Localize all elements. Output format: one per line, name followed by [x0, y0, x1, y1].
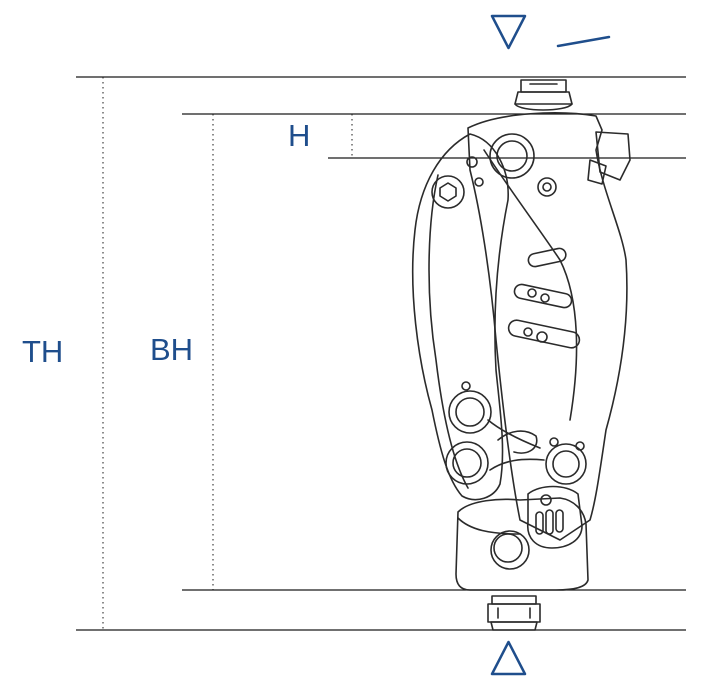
upper-left-screw — [431, 175, 465, 209]
prosthetic-knee-drawing — [411, 79, 631, 631]
upper-axle-outer — [489, 133, 535, 179]
middle-axle-inner — [455, 397, 485, 427]
reference-lines — [76, 76, 686, 631]
lower-housing — [455, 497, 589, 591]
front-bracket — [595, 131, 631, 181]
bottom-tube-adapter — [487, 595, 541, 631]
main-frame — [467, 112, 628, 541]
h-label: H — [288, 118, 311, 153]
lower-right-axle-outer — [545, 443, 587, 485]
lower-left-axle-inner — [452, 448, 482, 478]
triangle-up-icon — [490, 640, 527, 676]
adjustment-valve — [490, 530, 530, 570]
middle-axle-outer — [448, 390, 492, 434]
dimension-lines — [102, 77, 353, 630]
lower-cap — [527, 485, 583, 549]
th-label: TH — [22, 334, 64, 369]
lower-right-axle-inner — [552, 450, 580, 478]
top-pyramid-adapter — [514, 79, 573, 111]
upper-axle-inner — [496, 140, 528, 172]
slanted-line-icon — [556, 35, 611, 48]
bh-label: BH — [150, 332, 194, 367]
slot-2 — [513, 283, 573, 309]
triangle-down-icon — [490, 14, 527, 50]
lower-left-axle-outer — [445, 441, 489, 485]
posterior-link — [411, 133, 509, 501]
slot-3 — [507, 319, 581, 349]
slot-1 — [527, 247, 567, 268]
